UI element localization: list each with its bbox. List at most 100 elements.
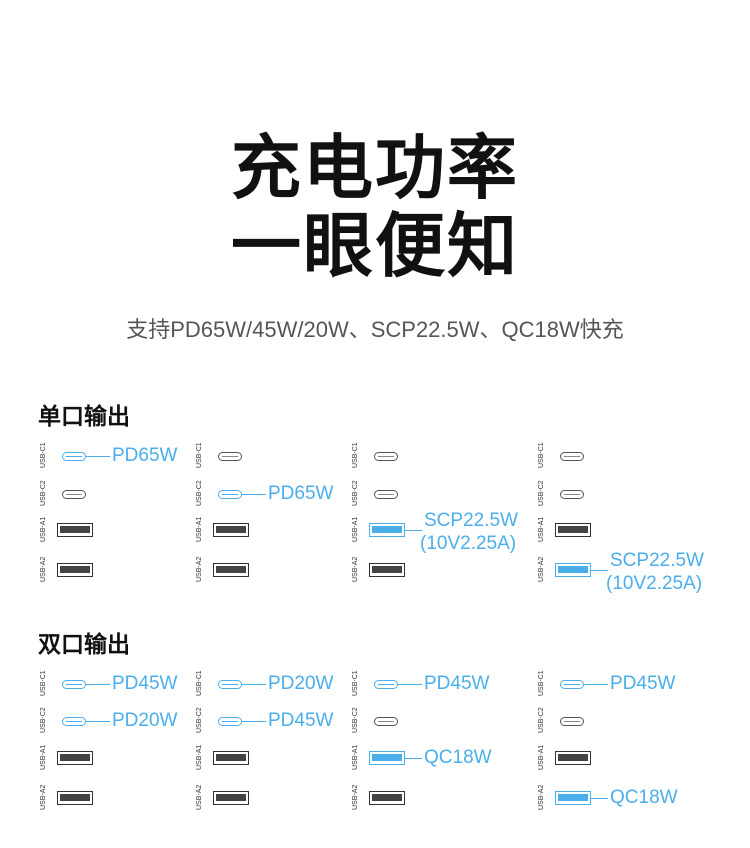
usb-a-port-slot: [372, 566, 402, 573]
port-label: USB-A1: [40, 516, 47, 542]
usb-a-port-icon: [369, 791, 405, 805]
port-label: USB-A2: [352, 556, 359, 582]
page-title-line1: 充电功率: [231, 127, 519, 209]
usb-a-port-slot: [372, 526, 402, 533]
usb-a-port-slot: [558, 526, 588, 533]
port-label: USB-C1: [352, 670, 359, 696]
usb-c-port-icon: [218, 680, 242, 689]
connector-line: [405, 758, 422, 760]
connector-line: [242, 494, 266, 496]
usb-c-port-icon: [374, 680, 398, 689]
usb-a-port-slot: [216, 526, 246, 533]
port-label: USB-A1: [538, 516, 545, 542]
port-label: USB-C2: [352, 480, 359, 506]
port-label: USB-C2: [538, 480, 545, 506]
power-output-label: PD20W: [112, 710, 178, 731]
usb-c-port-icon: [218, 490, 242, 499]
connector-line: [591, 570, 608, 572]
usb-a-port-slot: [558, 754, 588, 761]
usb-a-port-slot: [372, 754, 402, 761]
port-label: USB-C2: [196, 707, 203, 733]
power-output-label: PD45W: [424, 673, 490, 694]
port-label: USB-C2: [40, 707, 47, 733]
usb-c-port-icon: [374, 452, 398, 461]
power-output-label: SCP22.5W: [610, 550, 704, 571]
usb-a-port-icon: [555, 523, 591, 537]
power-output-detail: (10V2.25A): [420, 533, 517, 554]
port-label: USB-A2: [196, 784, 203, 810]
usb-c-port-icon: [560, 680, 584, 689]
port-label: USB-C1: [40, 670, 47, 696]
port-label: USB-A1: [196, 516, 203, 542]
usb-a-port-icon: [57, 751, 93, 765]
usb-c-port-icon: [560, 452, 584, 461]
usb-a-port-icon: [57, 791, 93, 805]
power-output-detail: (10V2.25A): [606, 573, 703, 594]
usb-c-port-icon: [560, 717, 584, 726]
port-label: USB-A2: [538, 556, 545, 582]
power-output-label: SCP22.5W: [424, 510, 518, 531]
usb-c-port-icon: [62, 490, 86, 499]
usb-c-port-icon: [62, 452, 86, 461]
port-label: USB-A2: [538, 784, 545, 810]
power-output-label: PD45W: [610, 673, 676, 694]
usb-c-port-icon: [374, 490, 398, 499]
power-output-label: QC18W: [424, 747, 492, 768]
usb-a-port-icon: [555, 791, 591, 805]
power-output-label: PD65W: [268, 483, 334, 504]
usb-c-port-icon: [560, 490, 584, 499]
usb-a-port-icon: [369, 563, 405, 577]
usb-c-port-icon: [218, 452, 242, 461]
power-output-label: PD20W: [268, 673, 334, 694]
port-label: USB-A1: [352, 744, 359, 770]
usb-a-port-icon: [369, 523, 405, 537]
port-label: USB-C1: [196, 670, 203, 696]
port-label: USB-A2: [352, 784, 359, 810]
port-label: USB-A2: [40, 784, 47, 810]
port-label: USB-A2: [196, 556, 203, 582]
usb-a-port-slot: [216, 794, 246, 801]
usb-a-port-slot: [558, 794, 588, 801]
connector-line: [86, 456, 110, 458]
usb-c-port-icon: [374, 717, 398, 726]
port-label: USB-A2: [40, 556, 47, 582]
power-output-label: PD45W: [112, 673, 178, 694]
usb-c-port-icon: [62, 717, 86, 726]
usb-a-port-icon: [213, 523, 249, 537]
connector-line: [242, 684, 266, 686]
connector-line: [591, 798, 608, 800]
port-label: USB-A1: [196, 744, 203, 770]
section-heading-single: 单口输出: [38, 404, 130, 430]
usb-a-port-slot: [60, 754, 90, 761]
port-label: USB-A1: [40, 744, 47, 770]
usb-a-port-slot: [216, 754, 246, 761]
usb-a-port-icon: [555, 563, 591, 577]
subtitle: 支持PD65W/45W/20W、SCP22.5W、QC18W快充: [126, 317, 624, 342]
connector-line: [86, 684, 110, 686]
power-output-label: QC18W: [610, 787, 678, 808]
usb-a-port-icon: [213, 751, 249, 765]
connector-line: [86, 721, 110, 723]
usb-a-port-icon: [555, 751, 591, 765]
usb-a-port-icon: [213, 563, 249, 577]
usb-a-port-slot: [558, 566, 588, 573]
port-label: USB-A1: [538, 744, 545, 770]
usb-a-port-icon: [213, 791, 249, 805]
usb-c-port-icon: [218, 717, 242, 726]
usb-a-port-slot: [372, 794, 402, 801]
usb-c-port-icon: [62, 680, 86, 689]
power-output-label: PD65W: [112, 445, 178, 466]
usb-a-port-slot: [216, 566, 246, 573]
connector-line: [242, 721, 266, 723]
power-output-label: PD45W: [268, 710, 334, 731]
usb-a-port-slot: [60, 526, 90, 533]
port-label: USB-C1: [352, 442, 359, 468]
port-label: USB-C2: [538, 707, 545, 733]
usb-a-port-icon: [369, 751, 405, 765]
connector-line: [405, 530, 422, 532]
port-label: USB-C2: [40, 480, 47, 506]
usb-a-port-icon: [57, 563, 93, 577]
port-label: USB-C1: [40, 442, 47, 468]
connector-line: [584, 684, 608, 686]
port-label: USB-A1: [352, 516, 359, 542]
